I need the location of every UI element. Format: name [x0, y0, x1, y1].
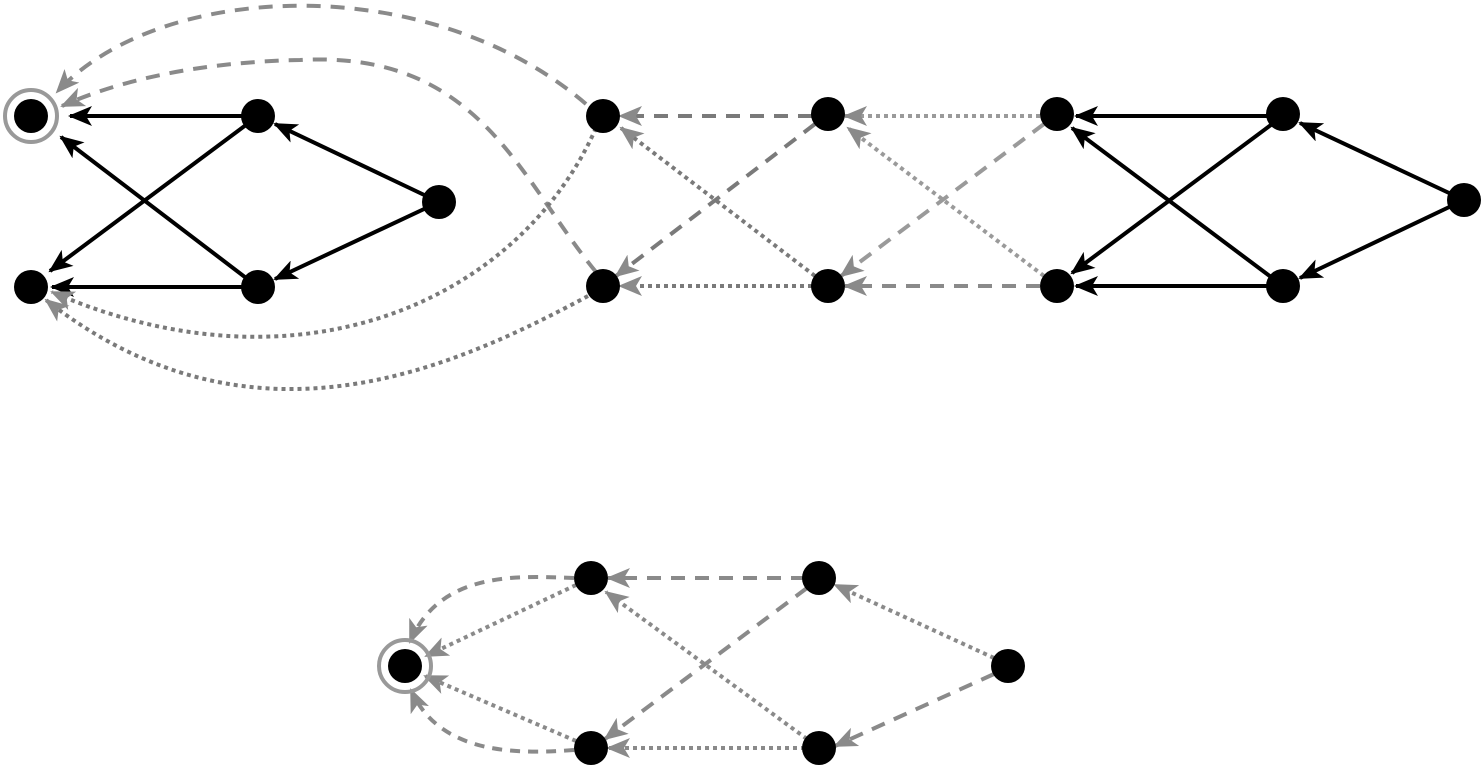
edge-solid	[48, 114, 260, 273]
graph-node	[241, 270, 275, 304]
bottom-cluster	[408, 568, 995, 758]
graph-node	[574, 561, 608, 595]
edge-dashed-curve	[55, 3, 588, 106]
graph-node	[388, 649, 422, 683]
edge-solid	[1298, 198, 1465, 280]
edge-solid	[273, 200, 440, 281]
edge-dashed	[833, 672, 995, 748]
graph-node	[241, 99, 275, 133]
edge-solid	[1070, 126, 1285, 288]
graph-node	[586, 99, 620, 133]
edge-dashed-curve	[408, 574, 575, 644]
edge-solid	[1298, 121, 1465, 202]
graph-node	[1266, 97, 1300, 131]
top-right-cluster	[1070, 106, 1465, 296]
edge-dashed-curve	[60, 57, 598, 274]
edge-solid	[59, 135, 260, 289]
marked-node-ring	[377, 638, 433, 694]
graph-node	[802, 731, 836, 765]
graph-node	[811, 269, 845, 303]
top-left-cluster	[48, 106, 440, 297]
edge-dotted	[833, 583, 995, 660]
nodes	[14, 97, 1481, 765]
graph-node	[1447, 183, 1481, 217]
graph-node	[991, 649, 1025, 683]
edge-dotted	[424, 583, 577, 658]
graph-node	[1266, 269, 1300, 303]
graph-node	[14, 99, 48, 133]
edge-dashed	[839, 122, 1046, 278]
top-middle-cluster	[44, 3, 1046, 391]
edge-dashed-curve	[409, 688, 575, 754]
edge-dashed	[603, 586, 809, 741]
edge-dotted-curve	[50, 127, 598, 339]
edge-dotted	[604, 590, 809, 741]
edge-solid	[1070, 114, 1285, 275]
graph-node	[1040, 269, 1074, 303]
graph-node	[1040, 97, 1074, 131]
graph-node	[811, 97, 845, 131]
edge-dashed	[614, 122, 817, 278]
edge-solid	[273, 122, 440, 204]
graph-node	[802, 561, 836, 595]
graph-node	[574, 731, 608, 765]
edge-dotted	[846, 126, 1046, 278]
edge-dotted-curve	[44, 294, 589, 391]
graph-node	[14, 270, 48, 304]
graph-node	[422, 185, 456, 219]
marked-node-ring	[3, 88, 59, 144]
edge-dotted	[619, 126, 817, 278]
graph-node	[586, 269, 620, 303]
edge-dotted	[423, 674, 577, 743]
